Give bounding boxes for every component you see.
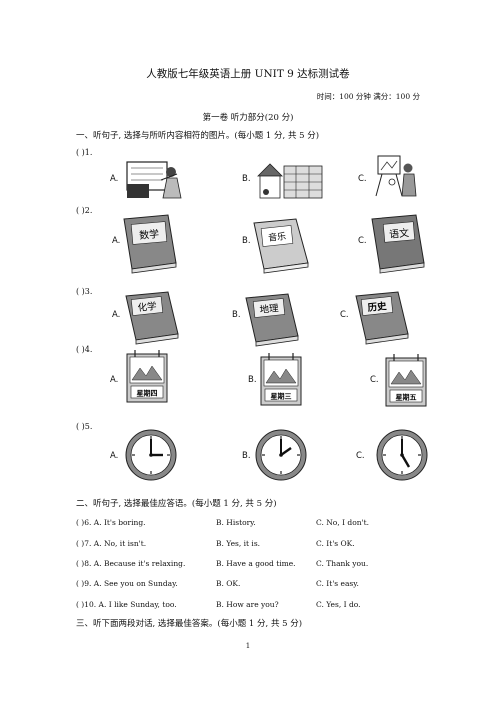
question-5-number: ( )5. — [76, 422, 93, 431]
q9-option-a[interactable]: ( )9. A. See you on Sunday. — [76, 579, 178, 588]
q1-option-a[interactable]: A. — [110, 174, 119, 184]
q3-option-b[interactable]: B. — [232, 310, 241, 320]
q8-option-b[interactable]: B. Have a good time. — [216, 559, 296, 568]
q5-option-a[interactable]: A. — [110, 451, 119, 461]
q6-option-b[interactable]: B. History. — [216, 518, 256, 527]
clock-icon — [376, 429, 428, 481]
q5-option-c[interactable]: C. — [356, 451, 365, 461]
q2-option-c[interactable]: C. — [358, 236, 367, 246]
q4-option-c[interactable]: C. — [370, 375, 379, 385]
calendar-friday-icon: 星期五 — [385, 354, 427, 407]
painting-easel-icon — [375, 155, 417, 197]
q6-option-c[interactable]: C. No, I don't. — [316, 518, 370, 527]
chemistry-book-label: 化学 — [137, 300, 157, 314]
q9-option-c[interactable]: C. It's easy. — [316, 579, 359, 588]
q4-option-a[interactable]: A. — [110, 375, 119, 385]
calendar-thursday-label: 星期四 — [137, 389, 158, 398]
q3-option-c[interactable]: C. — [340, 310, 349, 320]
calendar-wednesday-label: 星期三 — [271, 392, 292, 401]
q10-option-c[interactable]: C. Yes, I do. — [316, 600, 361, 609]
math-book-icon: 数学 — [123, 214, 177, 274]
math-book-label: 数学 — [139, 227, 160, 242]
q7-option-b[interactable]: B. Yes, it is. — [216, 539, 261, 548]
clock-icon — [125, 429, 177, 481]
question-2-number: ( )2. — [76, 206, 93, 215]
history-book-label: 历史 — [367, 300, 388, 314]
section1-heading: 一、听句子, 选择与所听内容相符的图片。(每小题 1 分, 共 5 分) — [76, 131, 320, 141]
q5-option-b[interactable]: B. — [242, 451, 251, 461]
history-book-icon: 历史 — [355, 291, 409, 345]
question-3-number: ( )3. — [76, 287, 93, 296]
building-scene-icon — [257, 163, 323, 199]
q4-option-b[interactable]: B. — [248, 375, 257, 385]
q2-option-b[interactable]: B. — [242, 236, 251, 246]
calendar-wednesday-icon: 星期三 — [260, 353, 302, 406]
clock-icon — [255, 429, 307, 481]
q1-option-c[interactable]: C. — [358, 174, 367, 184]
page-title: 人教版七年级英语上册 UNIT 9 达标测试卷 — [146, 68, 350, 80]
calendar-friday-label: 星期五 — [396, 393, 417, 402]
chinese-book-icon: 语文 — [371, 214, 425, 274]
section2-heading: 二、听句子, 选择最佳应答语。(每小题 1 分, 共 5 分) — [76, 499, 277, 509]
part-heading: 第一卷 听力部分(20 分) — [202, 113, 294, 123]
q8-option-c[interactable]: C. Thank you. — [316, 559, 369, 568]
q8-option-a[interactable]: ( )8. A. Because it's relaxing. — [76, 559, 186, 568]
geography-book-icon: 地理 — [245, 293, 299, 347]
music-book-icon: 音乐 — [253, 218, 309, 274]
chemistry-book-icon: 化学 — [125, 291, 179, 345]
question-4-number: ( )4. — [76, 345, 93, 354]
q1-option-b[interactable]: B. — [242, 174, 251, 184]
q9-option-b[interactable]: B. OK. — [216, 579, 241, 588]
page-number: 1 — [245, 642, 251, 650]
time-score-info: 时间：100 分钟 满分：100 分 — [316, 92, 420, 101]
calendar-thursday-icon: 星期四 — [126, 350, 168, 403]
chinese-book-label: 语文 — [389, 226, 410, 241]
q3-option-a[interactable]: A. — [112, 310, 121, 320]
music-book-label: 音乐 — [268, 230, 287, 244]
section3-heading: 三、听下面两段对话, 选择最佳答案。(每小题 1 分, 共 5 分) — [76, 619, 303, 629]
q7-option-a[interactable]: ( )7. A. No, it isn't. — [76, 539, 147, 548]
geography-book-label: 地理 — [259, 302, 280, 316]
q7-option-c[interactable]: C. It's OK. — [316, 539, 355, 548]
q2-option-a[interactable]: A. — [112, 236, 121, 246]
q10-option-b[interactable]: B. How are you? — [216, 600, 279, 609]
question-1-number: ( )1. — [76, 148, 93, 157]
violin-classroom-icon — [126, 161, 182, 199]
q10-option-a[interactable]: ( )10. A. I like Sunday, too. — [76, 600, 177, 609]
q6-option-a[interactable]: ( )6. A. It's boring. — [76, 518, 146, 527]
